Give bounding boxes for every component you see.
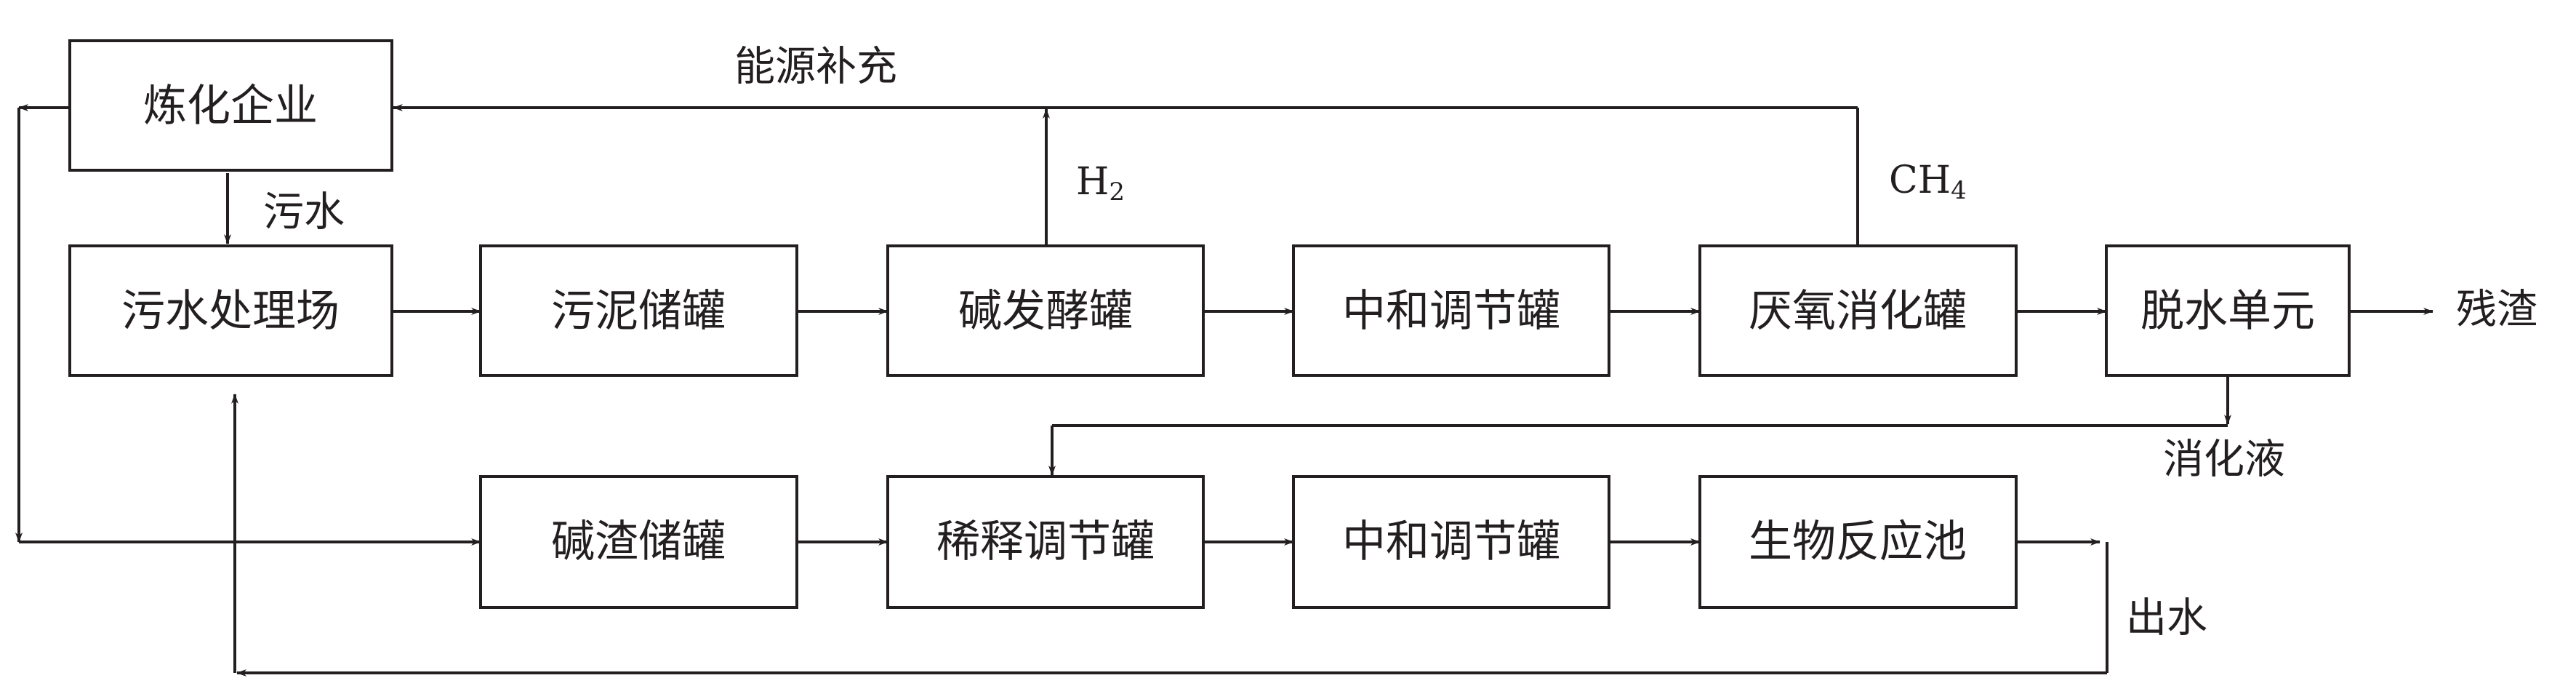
box-dilution-tank: 稀释调节罐 <box>886 475 1205 609</box>
box-dewatering-unit-label: 脱水单元 <box>2140 286 2315 337</box>
energy-supply-label: 能源补充 <box>734 44 897 91</box>
digestate-label: 消化液 <box>2163 436 2285 484</box>
box-alkali-residue-tank-label: 碱渣储罐 <box>551 516 726 567</box>
box-refinery-label: 炼化企业 <box>143 81 318 132</box>
box-bioreactor-label: 生物反应池 <box>1749 516 1967 567</box>
box-wastewater-plant: 污水处理场 <box>68 244 393 377</box>
box-sludge-tank-label: 污泥储罐 <box>551 286 726 337</box>
box-wastewater-plant-label: 污水处理场 <box>121 286 340 337</box>
box-neutralization-tank-top: 中和调节罐 <box>1292 244 1610 377</box>
box-neutralization-tank-top-label: 中和调节罐 <box>1342 286 1560 337</box>
box-anaerobic-digester-label: 厌氧消化罐 <box>1749 286 1967 337</box>
residue-label: 残渣 <box>2456 287 2537 334</box>
box-refinery: 炼化企业 <box>68 39 393 172</box>
box-alkali-fermentation-tank-label: 碱发酵罐 <box>958 286 1133 337</box>
box-anaerobic-digester: 厌氧消化罐 <box>1698 244 2018 377</box>
h2-label: H2 <box>1076 160 1125 207</box>
box-sludge-tank: 污泥储罐 <box>479 244 798 377</box>
box-neutralization-tank-bottom-label: 中和调节罐 <box>1342 516 1560 567</box>
box-alkali-residue-tank: 碱渣储罐 <box>479 475 798 609</box>
ch4-label: CH4 <box>1889 159 1967 205</box>
wastewater-label: 污水 <box>263 189 345 236</box>
effluent-label: 出水 <box>2126 595 2207 642</box>
box-dewatering-unit: 脱水单元 <box>2105 244 2351 377</box>
box-neutralization-tank-bottom: 中和调节罐 <box>1292 475 1610 609</box>
box-dilution-tank-label: 稀释调节罐 <box>936 516 1155 567</box>
box-bioreactor: 生物反应池 <box>1698 475 2018 609</box>
box-alkali-fermentation-tank: 碱发酵罐 <box>886 244 1205 377</box>
